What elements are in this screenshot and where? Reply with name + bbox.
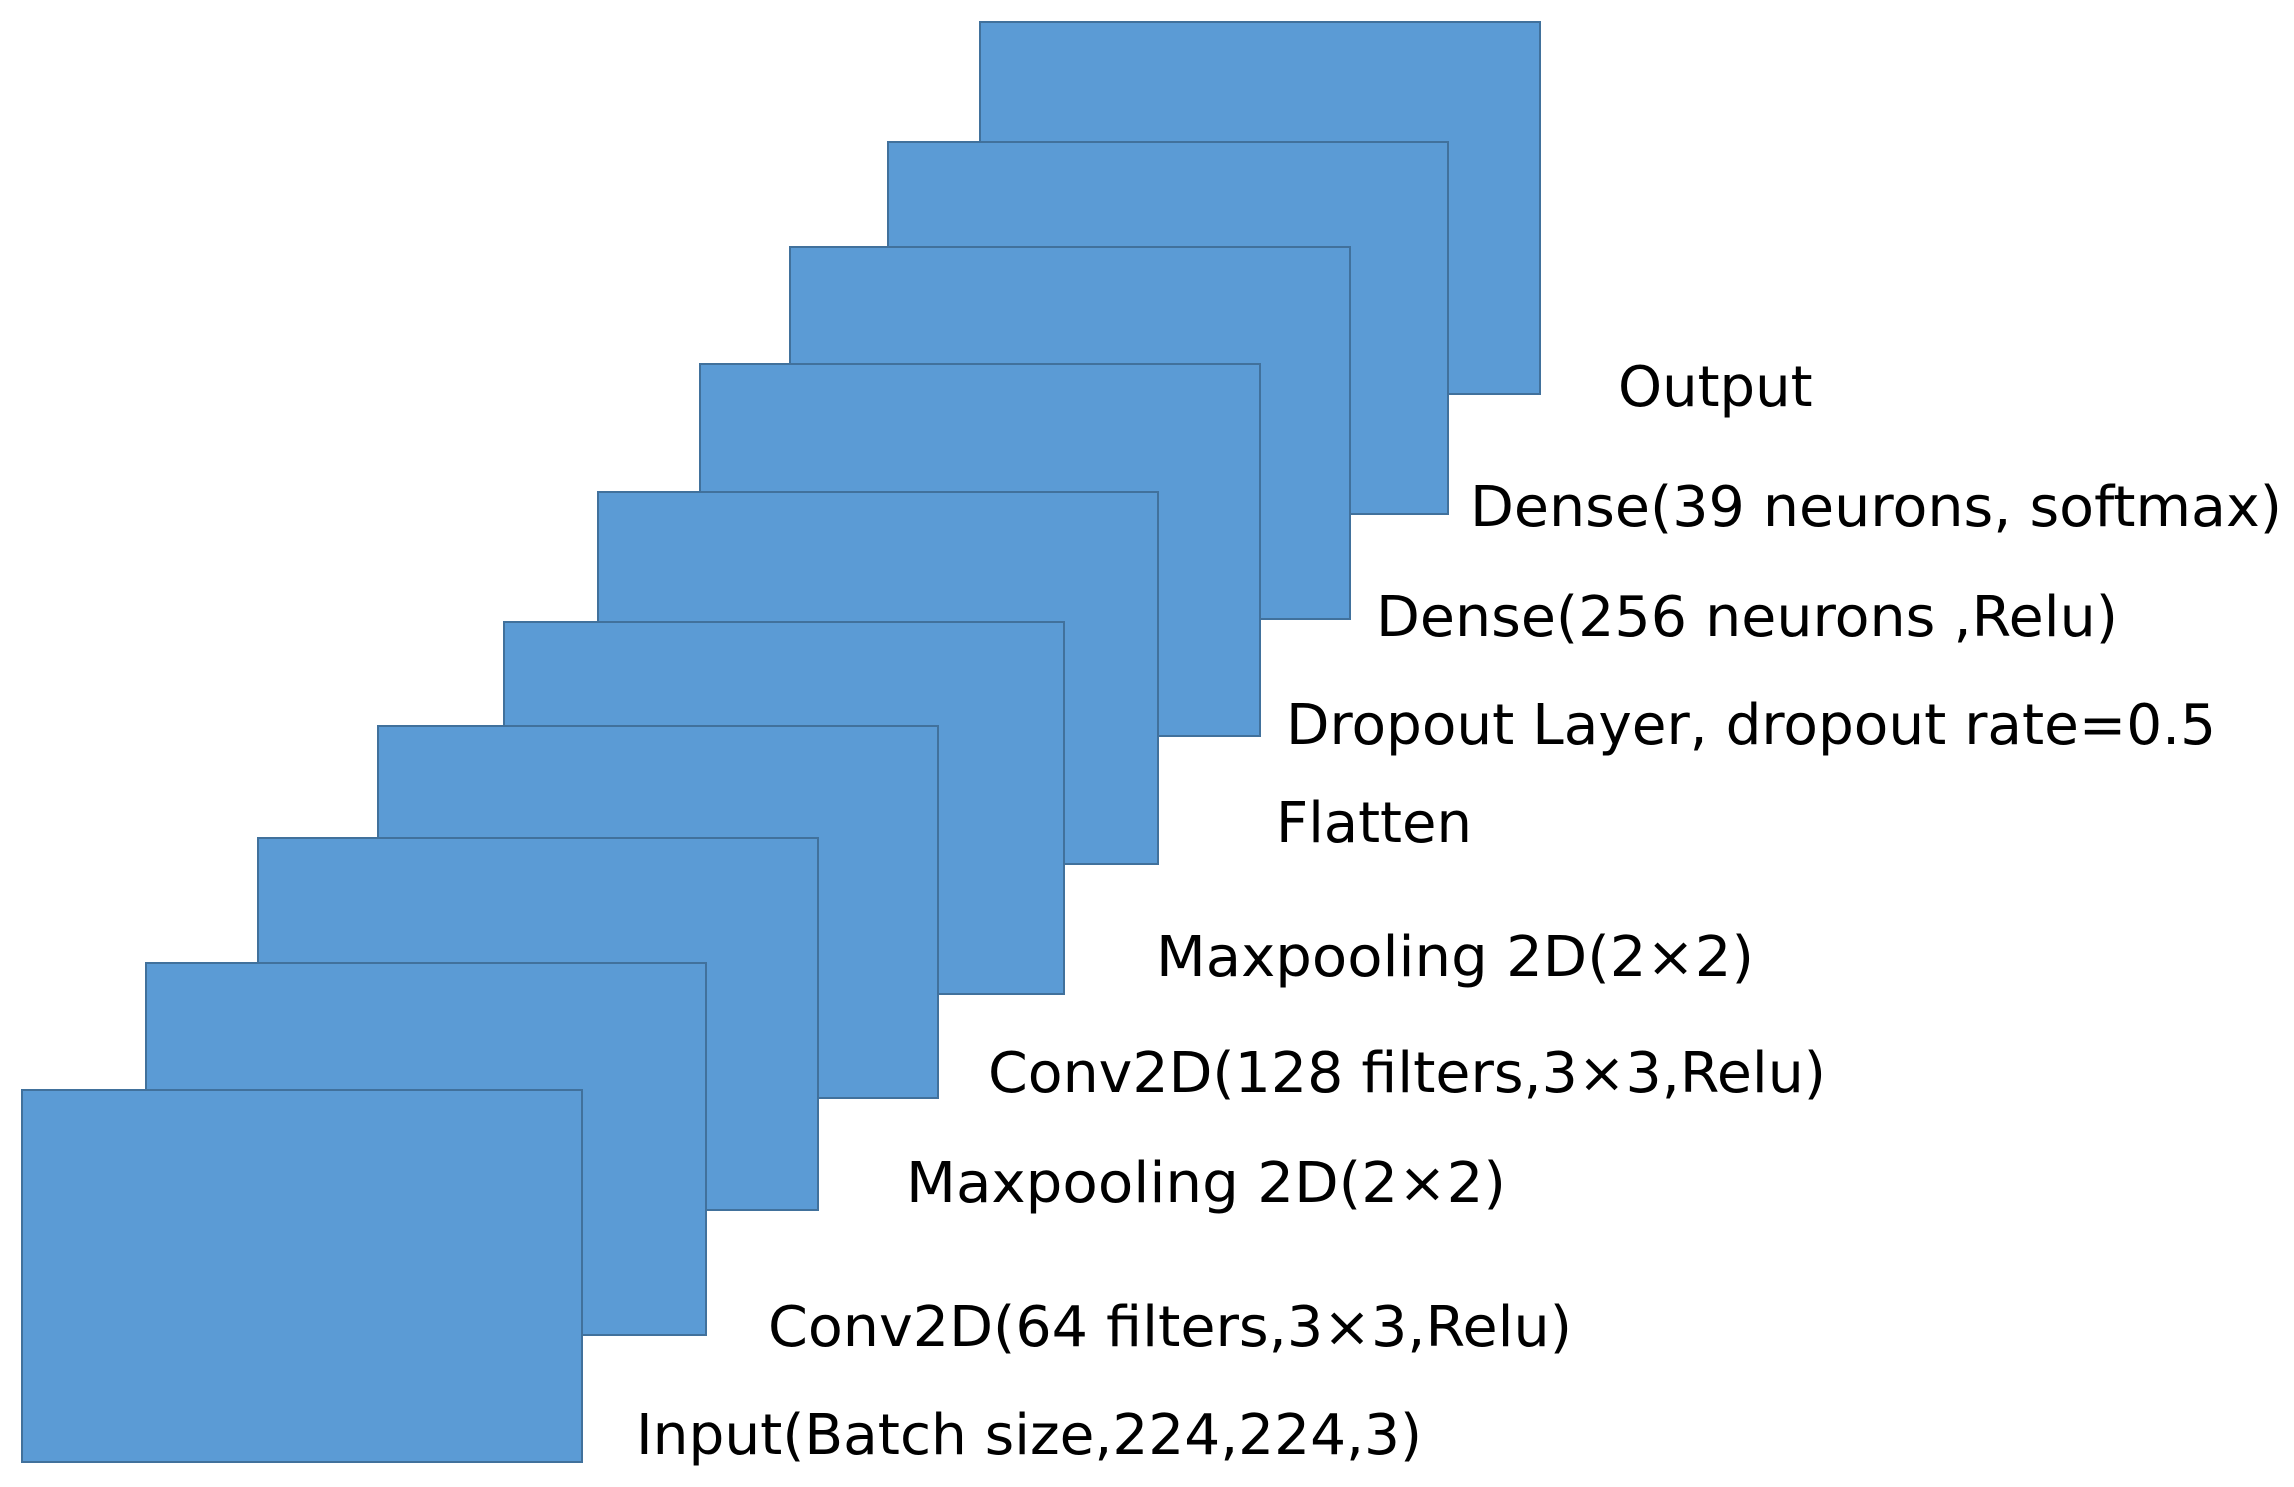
layer-label-output: Output [1618,355,1813,420]
layer-label-dropout: Dropout Layer, dropout rate=0.5 [1286,693,2216,758]
layer-label-dense-256: Dense(256 neurons ,Relu) [1376,585,2118,650]
layer-label-input: Input(Batch size,224,224,3) [636,1403,1422,1468]
layer-label-conv2d-64: Conv2D(64 filters,3×3,Relu) [768,1295,1572,1360]
layer-block-input [21,1089,583,1463]
layer-label-dense-39: Dense(39 neurons, softmax) [1470,475,2282,540]
layer-label-conv2d-128: Conv2D(128 filters,3×3,Relu) [988,1041,1826,1106]
layer-label-flatten: Flatten [1276,791,1472,856]
layer-label-maxpool-2: Maxpooling 2D(2×2) [1156,925,1754,990]
layer-label-maxpool-1: Maxpooling 2D(2×2) [906,1151,1506,1216]
